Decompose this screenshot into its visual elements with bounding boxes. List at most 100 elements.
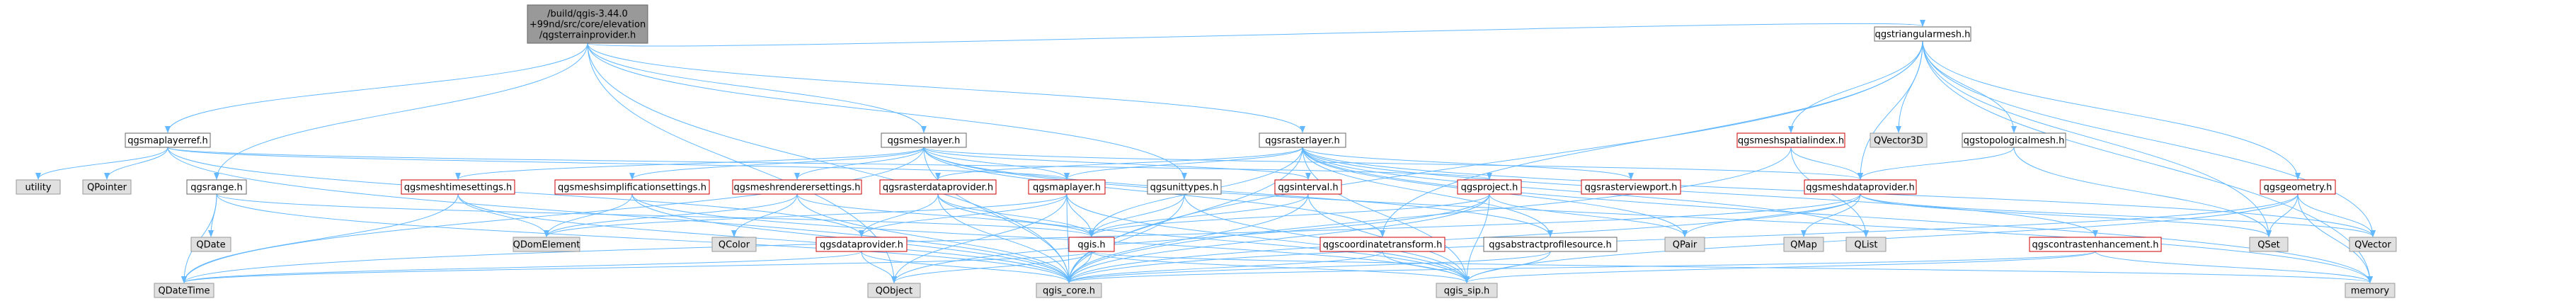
node-qgsrange-label: qgsrange.h [190,183,242,193]
node-qgis-box [1068,237,1115,252]
edge-qgsproject-to-qobject [891,193,1490,283]
node-qgsmeshrenderersettings[interactable]: qgsmeshrenderersettings.h [732,179,862,195]
edge-qgscontrastenhancement-to-qgis_sip [1464,251,2096,283]
node-qgsrasterviewport-box [1581,179,1681,195]
node-qmap: QMap [1783,237,1824,252]
node-qgsmeshrenderersettings-box [732,179,862,195]
node-qpointer-box [82,179,132,195]
edge-qgscontrastenhancement-to-qgis_core [1066,251,2096,283]
node-qdate-box [190,237,231,252]
node-qgis_sip: qgis_sip.h [1436,283,1498,298]
node-qmap-label: QMap [1790,240,1817,251]
edge-qgsrasterlayer-to-qgsrasterviewport [1302,147,1634,180]
edge-qgsrange-to-qgis_core [216,193,1072,283]
edge-qgsmaplayer-to-qgsdataprovider [859,193,1067,237]
edge-qgsmeshtimesettings-to-qdatetime [181,193,459,283]
node-qgsmeshdataprovider[interactable]: qgsmeshdataprovider.h [1804,179,1917,195]
node-qgsrasterdataprovider-box [879,179,997,195]
edge-qgsmeshlayer-to-qgsmeshtimesettings [455,147,925,180]
edge-qgsrasterlayer-to-qgis_sip [1302,147,1470,283]
edge-qgsrasterlayer-to-qgsmaplayer [1064,147,1303,180]
edge-qgsrasterlayer-to-qgsabstractprofilesource [1302,147,1553,237]
edge-qgsmeshlayer-to-qdatetime [181,147,925,283]
node-qgsrasterdataprovider-label: qgsrasterdataprovider.h [883,183,993,193]
node-qgis_sip-label: qgis_sip.h [1444,286,1489,297]
edge-qgis-to-qgis_sip [1091,251,1470,283]
edge-qgsproject-to-qgis [1089,193,1490,237]
node-qgsproject[interactable]: qgsproject.h [1457,179,1522,195]
node-qgscontrastenhancement[interactable]: qgscontrastenhancement.h [2029,237,2162,252]
node-qgsmaplayer[interactable]: qgsmaplayer.h [1028,179,1106,195]
edge-qgis-to-qobject [891,251,1092,283]
edge-qgsgeometry-to-qvector [2297,193,2376,237]
node-root[interactable]: /build/qgis-3.44.0+99nd/src/core/elevati… [527,4,648,44]
node-qgsmeshspatialindex[interactable]: qgsmeshspatialindex.h [1736,132,1845,148]
edge-qgsmaplayerref-to-qgsmaplayer [167,147,1070,180]
node-root-box [527,4,648,44]
node-qgsmeshsimplificationsettings[interactable]: qgsmeshsimplificationsettings.h [554,179,710,195]
node-qgsmeshtimesettings[interactable]: qgsmeshtimesettings.h [401,179,515,195]
node-qgsabstractprofilesource[interactable]: qgsabstractprofilesource.h [1483,237,1618,252]
node-qgsdataprovider[interactable]: qgsdataprovider.h [815,237,908,252]
node-qgsmeshspatialindex-box [1736,132,1845,148]
edge-qgis-to-qdatetime [181,251,1092,283]
edge-qgsmaplayer-to-qgis [1066,193,1094,237]
node-qgsabstractprofilesource-label: qgsabstractprofilesource.h [1489,240,1612,251]
edge-qgsmaplayerref-to-qpointer [104,147,168,180]
edge-qgsmeshlayer-to-qgsmeshrenderersettings [794,147,925,180]
node-qgsmeshlayer-box [881,132,967,148]
node-root-label: /build/qgis-3.44.0 [547,9,628,20]
edge-qgsrasterdataprovider-to-qgis_sip [937,193,1470,283]
node-qgstriangularmesh[interactable]: qgstriangularmesh.h [1874,26,1971,42]
edge-qgstriangularmesh-to-qgstopologicalmesh [1922,40,2017,133]
node-qpair-box [1664,237,1705,252]
node-qvector-label: QVector [2354,240,2391,251]
node-qgsrasterlayer-box [1259,132,1346,148]
node-qdate: QDate [190,237,231,252]
node-root-label: +99nd/src/core/elevation [529,20,646,30]
node-qlist: QList [1845,237,1887,252]
edge-qgsmeshdataprovider-to-qgis_core [1066,193,1861,283]
node-qobject-box [867,283,921,298]
edge-qgsmeshsimplificationsettings-to-qdomelement [544,193,633,237]
node-qcolor-box [711,237,757,252]
edge-qgsmeshlayer-to-qgsmeshsimplificationsettings [629,147,925,180]
node-qdatetime-label: QDateTime [158,286,210,297]
edge-qgsgeometry-to-memory [2297,193,2373,283]
edge-qgsmeshlayer-to-qgsmeshdataprovider [923,147,1863,180]
node-qgsrasterlayer[interactable]: qgsrasterlayer.h [1259,132,1346,148]
node-qgsmeshsimplificationsettings-box [554,179,710,195]
edge-qgsmeshrenderersettings-to-qcolor [731,193,798,237]
node-qcolor: QColor [711,237,757,252]
node-qdatetime-box [154,283,214,298]
edge-qgsmeshlayer-to-qgsabstractprofilesource [923,147,1553,237]
node-qgsgeometry[interactable]: qgsgeometry.h [2260,179,2336,195]
edge-qgstriangularmesh-to-qset [1922,40,2272,237]
edge-qgsrange-to-qgis [216,193,1094,237]
node-qgsunittypes-box [1147,179,1222,195]
node-qgsrange[interactable]: qgsrange.h [186,179,247,195]
node-qgstopologicalmesh[interactable]: qgstopologicalmesh.h [1962,132,2066,148]
node-qobject: QObject [867,283,921,298]
node-qgsrasterdataprovider[interactable]: qgsrasterdataprovider.h [879,179,997,195]
node-qgis[interactable]: qgis.h [1068,237,1115,252]
node-qdomelement-label: QDomElement [513,240,580,251]
node-qgsmaplayerref[interactable]: qgsmaplayerref.h [125,132,211,148]
node-qgstriangularmesh-box [1874,26,1971,42]
node-qgsmeshlayer[interactable]: qgsmeshlayer.h [881,132,967,148]
node-qgscoordinatetransform[interactable]: qgscoordinatetransform.h [1320,237,1446,252]
node-qgsunittypes[interactable]: qgsunittypes.h [1147,179,1222,195]
node-qpointer-label: QPointer [87,183,127,193]
node-qgsrasterviewport[interactable]: qgsrasterviewport.h [1581,179,1681,195]
edge-qgsmaplayerref-to-qgsproject [167,147,1492,180]
node-qgsrange-box [186,179,247,195]
edge-root-to-qgsmeshlayer [587,42,927,133]
node-qgsinterval[interactable]: qgsinterval.h [1274,179,1342,195]
node-qgsmaplayerref-box [125,132,211,148]
edge-qgsmeshtimesettings-to-qdomelement [457,193,549,237]
node-qvector3d: QVector3D [1870,132,1928,148]
node-qset-box [2249,237,2289,252]
node-qpair-label: QPair [1673,240,1698,251]
